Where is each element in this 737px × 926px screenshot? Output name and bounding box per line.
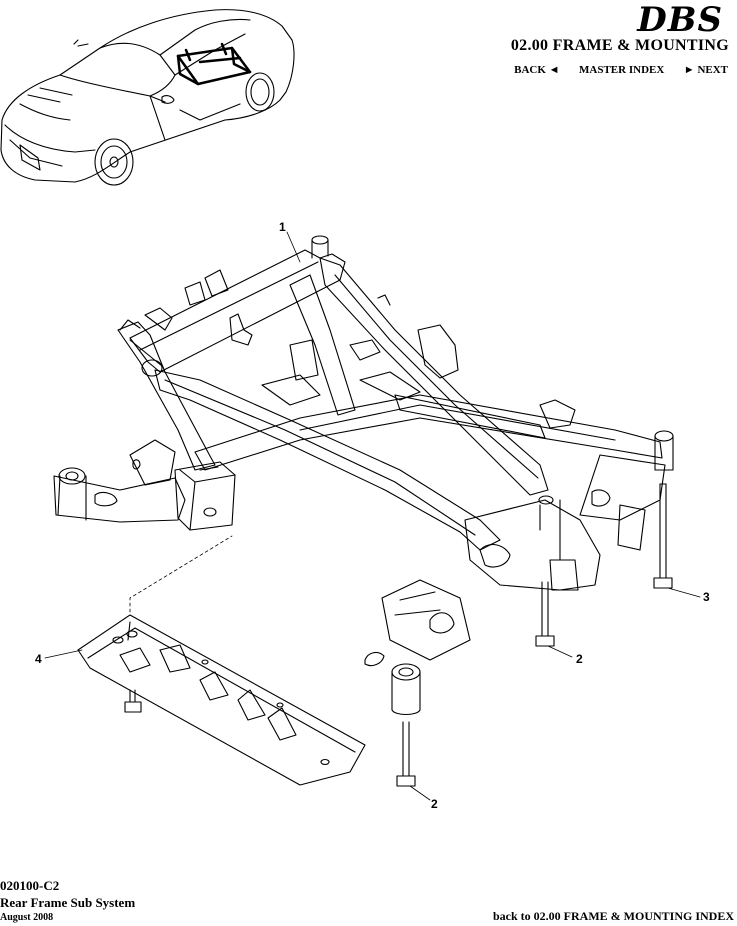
part-date: August 2008 [0, 912, 54, 923]
part-name: Rear Frame Sub System [0, 895, 136, 910]
back-to-index-link[interactable]: back to 02.00 FRAME & MOUNTING INDEX [493, 909, 734, 923]
next-arrow-icon: ► [683, 64, 695, 76]
section-title: 02.00 FRAME & MOUNTING [510, 37, 729, 54]
back-arrow-icon: ◄ [548, 64, 560, 76]
master-index-link[interactable]: MASTER INDEX [579, 64, 665, 76]
dbs-logo: DBS [637, 0, 723, 40]
callout-1: 1 [279, 220, 286, 234]
assembly-dashed-line [129, 535, 233, 613]
next-label: NEXT [697, 64, 728, 76]
shield-plate [77, 614, 366, 786]
callout-3: 3 [703, 590, 710, 604]
next-link[interactable]: ► NEXT [684, 64, 728, 76]
nav-bar: BACK ◄ MASTER INDEX ► NEXT [514, 64, 728, 76]
callout-2-lower: 2 [431, 797, 438, 811]
leader-lines [44, 231, 701, 801]
callout-4: 4 [35, 652, 42, 666]
frame-assembly [53, 235, 674, 716]
callout-2-upper: 2 [576, 652, 583, 666]
back-label: BACK [514, 64, 546, 76]
car-thumbnail [0, 9, 295, 186]
part-code: 020100-C2 [0, 878, 60, 893]
bolts [124, 483, 673, 787]
back-link[interactable]: BACK ◄ [514, 64, 559, 76]
